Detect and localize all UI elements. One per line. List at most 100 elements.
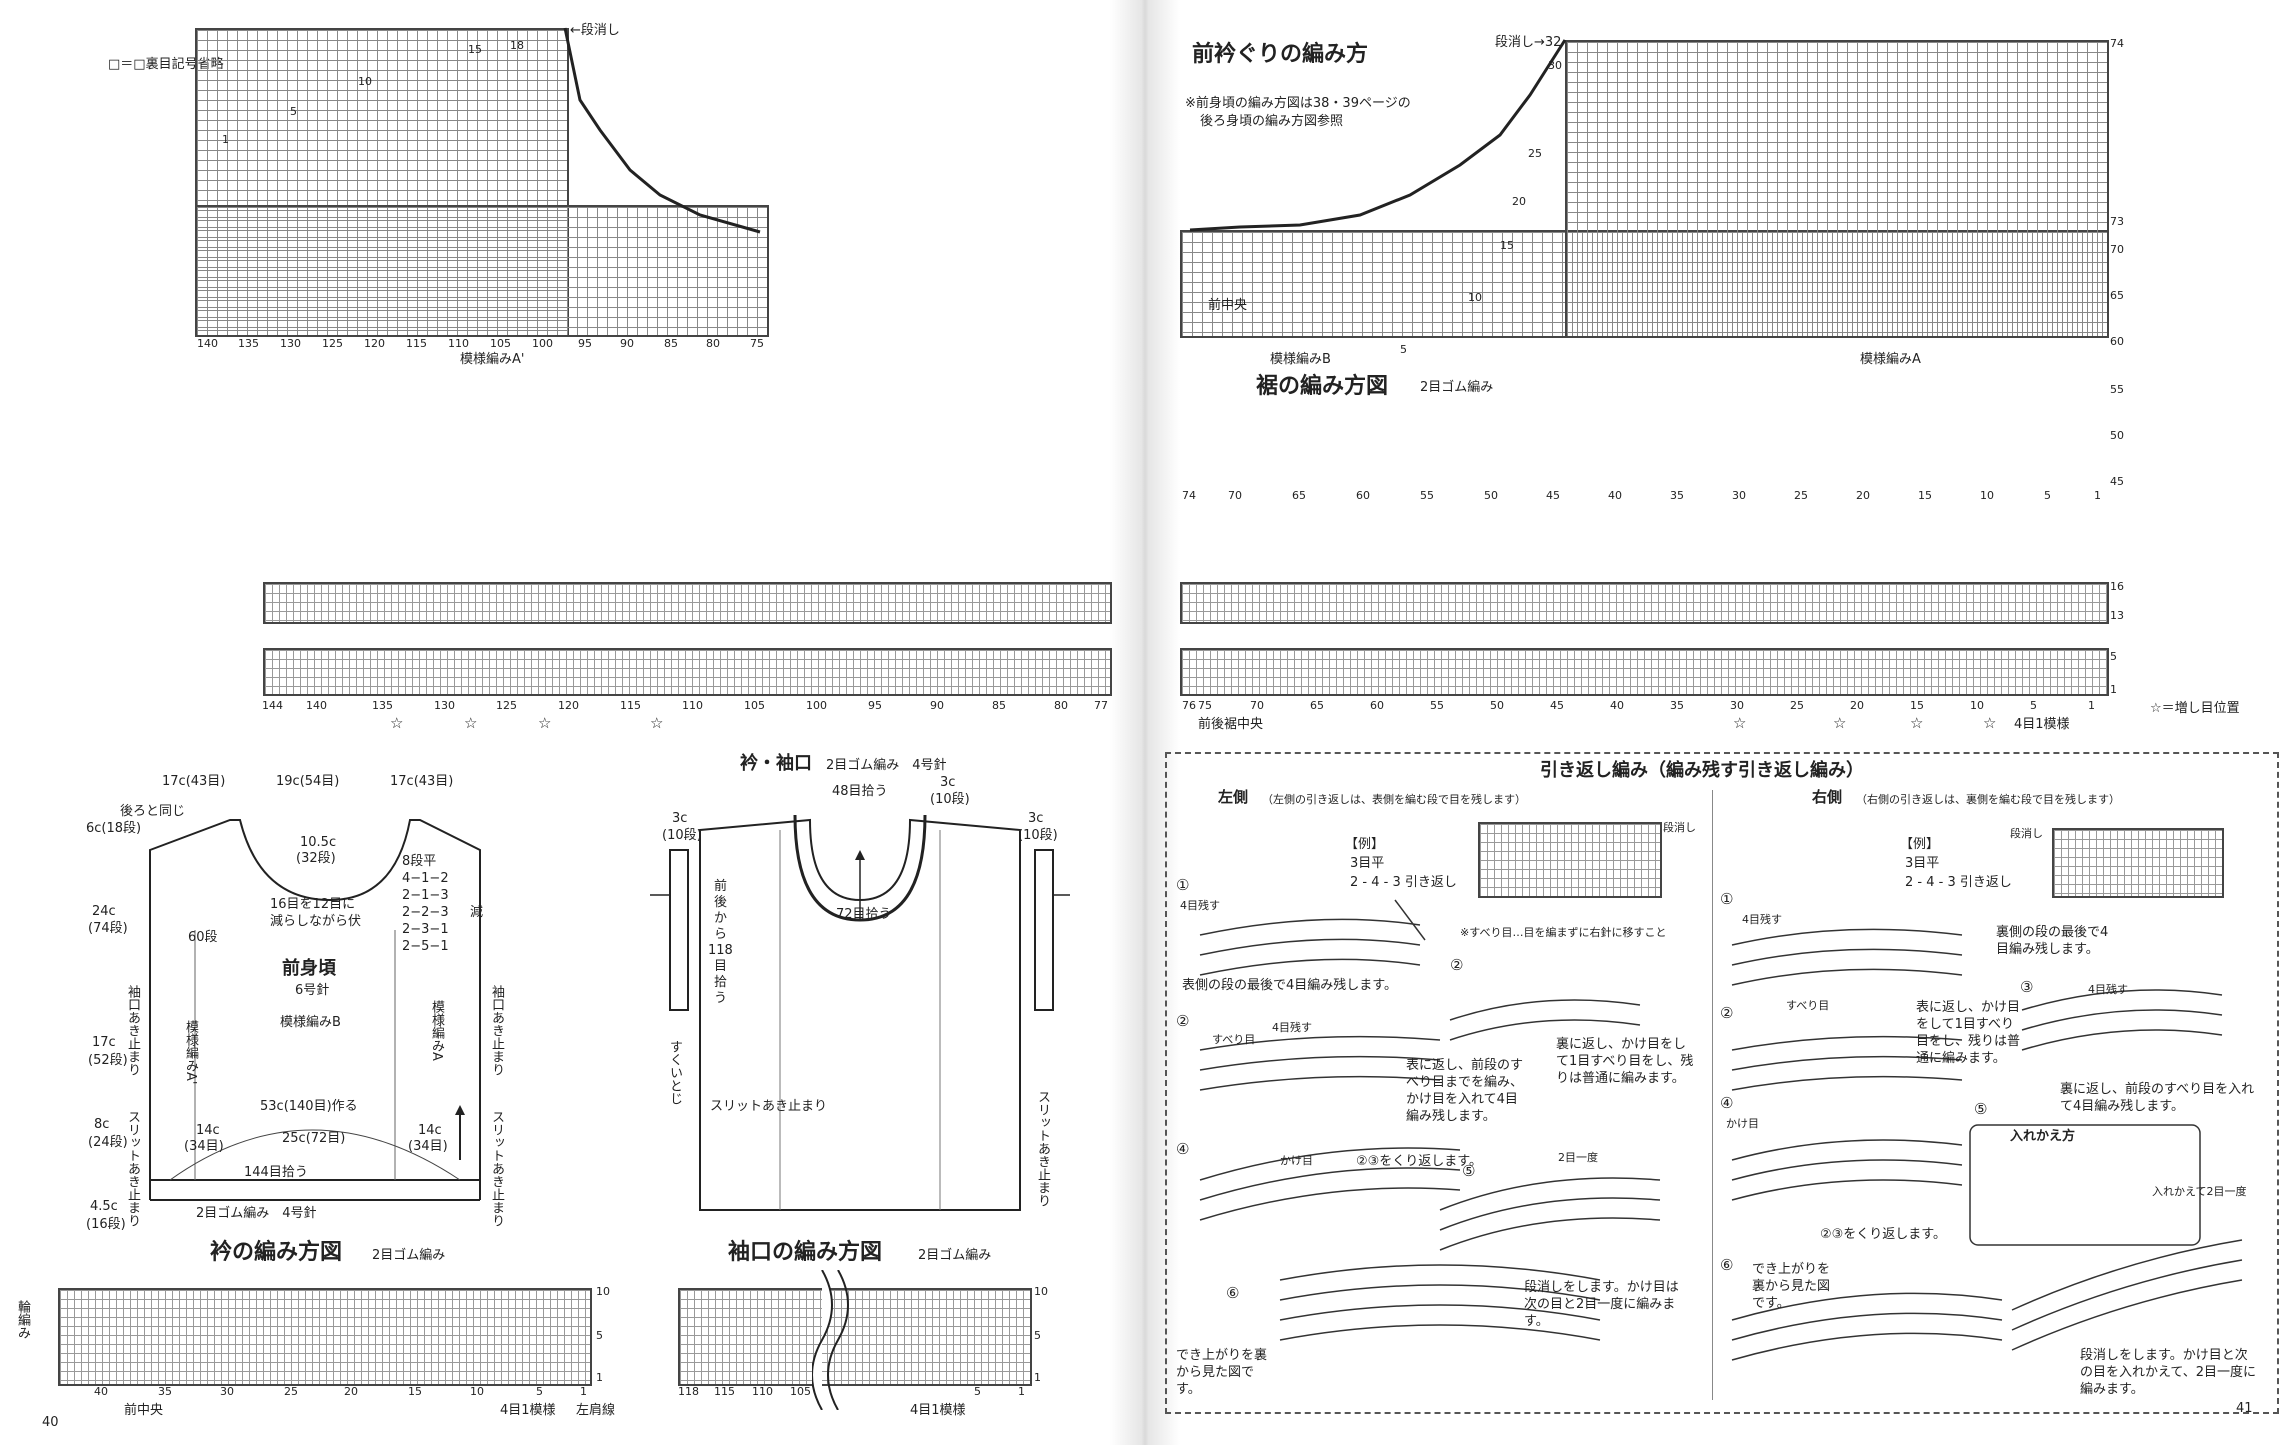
front-neck-instr-1: 16目を12目に bbox=[270, 897, 356, 912]
right-step-4-label: かけ目 bbox=[1726, 1117, 1759, 1130]
right-step-6-text: でき上がりを裏から見た図です。 bbox=[1752, 1262, 1831, 1311]
hem-chart-left-bottom bbox=[263, 648, 1112, 696]
left-step-5-num: ⑤ bbox=[1462, 1162, 1476, 1180]
yoke-chart-right-upper bbox=[1565, 40, 2109, 338]
book-gutter bbox=[1110, 0, 1180, 1445]
collar-cuff-schematic bbox=[650, 814, 1070, 1211]
right-example-line1: 3目平 bbox=[1905, 856, 1940, 871]
front-body-needle: 6号針 bbox=[295, 983, 330, 998]
hem-subtitle: 2目ゴム編み bbox=[1420, 380, 1494, 395]
yoke-title: 前衿ぐりの編み方 bbox=[1192, 42, 1369, 67]
front-slit-stop-left: スリットあき止まり bbox=[125, 1110, 140, 1227]
right-step-5-label: 入れかえ方 bbox=[2010, 1129, 2076, 1144]
yoke-chart-left-lower bbox=[195, 205, 769, 337]
front-neck-depth: 10.5c bbox=[300, 835, 337, 850]
cuff-left-10rows: (10段) bbox=[662, 828, 702, 843]
left-step-2b-num: ② bbox=[1450, 956, 1464, 974]
front-side-right-st: (34目) bbox=[408, 1139, 448, 1154]
right-step-1-num: ① bbox=[1720, 890, 1734, 908]
left-step-6-text: でき上がりを裏から見た図です。 bbox=[1176, 1348, 1268, 1397]
left-example-line1: 3目平 bbox=[1350, 856, 1385, 871]
yoke-bind-off-left: ←段消し bbox=[570, 23, 620, 38]
left-step-1-label: 4目残す bbox=[1180, 899, 1220, 912]
collar-cuff-title: 衿・袖口 bbox=[740, 753, 812, 774]
yoke-note-1: ※前身頃の編み方図は38・39ページの bbox=[1185, 96, 1411, 111]
right-step-2-label: すべり目 bbox=[1786, 999, 1830, 1012]
collar-pickup-48: 48目拾う bbox=[832, 784, 888, 799]
right-step-1-text: 裏側の段の最後で4目編み残します。 bbox=[1996, 925, 2109, 957]
page-number-left: 40 bbox=[42, 1415, 59, 1430]
collar-chart-title: 衿の編み方図 bbox=[210, 1240, 343, 1265]
front-same-as-back: 後ろと同じ bbox=[120, 804, 186, 819]
front-ribbing: 2目ゴム編み 4号針 bbox=[196, 1206, 317, 1221]
right-step-3-text: 裏に返し、前段のすべり目を入れて4目編み残します。 bbox=[2060, 1082, 2255, 1114]
left-step-4-label: かけ目 bbox=[1280, 1154, 1313, 1167]
short-rows-right-heading: 右側 bbox=[1812, 788, 1843, 806]
left-example-line2: 2 - 4 - 3 引き返し bbox=[1350, 875, 1457, 890]
right-step-4-text: ②③をくり返します。 bbox=[1820, 1227, 1947, 1242]
short-rows-title: 引き返し編み（編み残す引き返し編み） bbox=[1540, 760, 1864, 781]
yoke-note-2: 後ろ身頃の編み方図参照 bbox=[1200, 114, 1344, 129]
front-side-left: 14c bbox=[196, 1123, 220, 1138]
short-rows-right-sub: （右側の引き返しは、裏側を編む段で目を残します） bbox=[1856, 793, 2120, 806]
left-slip-note: ※すべり目…目を編まずに右針に移すこと bbox=[1460, 926, 1667, 939]
cuff-chart-repeat: 4目1模様 bbox=[910, 1403, 966, 1418]
right-example-bind-off: 段消し bbox=[2010, 827, 2043, 840]
left-step-5-text: 段消しをします。かけ目は次の目と2目一度に編みます。 bbox=[1524, 1280, 1679, 1329]
collar-pickup-72: 72目拾う bbox=[836, 907, 892, 922]
left-step-2-text: 裏に返し、かけ目をして1目すべり目をし、残りは普通に編みます。 bbox=[1556, 1037, 1694, 1086]
left-step-4-text: ②③をくり返します。 bbox=[1356, 1154, 1483, 1169]
hem-title: 裾の編み方図 bbox=[1256, 374, 1389, 399]
left-step-1-text: 表側の段の最後で4目編み残します。 bbox=[1182, 978, 1397, 993]
right-step-2-text: 表に返し、かけ目をして1目すべり目をし、残りは普通に編みます。 bbox=[1916, 1000, 2021, 1066]
collar-seam: すくいとじ bbox=[667, 1040, 682, 1105]
left-step-3-label: 4目残す bbox=[1272, 1021, 1312, 1034]
cuff-chart-grid bbox=[678, 1288, 1032, 1386]
front-side-left-st: (34目) bbox=[184, 1139, 224, 1154]
cuff-chart-break bbox=[812, 1270, 849, 1410]
yoke-front-center: 前中央 bbox=[1208, 298, 1248, 313]
legend-note: □＝□裏目記号省略 bbox=[108, 57, 224, 72]
front-body-name: 前身頃 bbox=[282, 958, 336, 979]
short-rows-divider bbox=[1712, 790, 1713, 1400]
right-example-label: 【例】 bbox=[1900, 837, 1940, 852]
left-step-1-num: ① bbox=[1176, 876, 1190, 894]
yoke-pattern-b: 模様編みB bbox=[1270, 352, 1331, 367]
left-step-2-label: すべり目 bbox=[1212, 1033, 1256, 1046]
left-step-2-num: ② bbox=[1176, 1012, 1190, 1030]
yoke-right-neck-curve bbox=[1189, 39, 1567, 232]
right-step-3-label: 4目残す bbox=[2088, 983, 2128, 996]
collar-chart-grid bbox=[58, 1288, 592, 1386]
hem-chart-left-top bbox=[263, 582, 1112, 624]
front-body-schematic bbox=[149, 819, 481, 1201]
left-step-6-num: ⑥ bbox=[1226, 1284, 1240, 1302]
collar-chart-front-center: 前中央 bbox=[124, 1403, 164, 1418]
right-step-5-num: ⑤ bbox=[1974, 1100, 1988, 1118]
left-example-grid bbox=[1478, 822, 1662, 898]
right-knitting-illustrations bbox=[1731, 928, 2243, 1361]
right-example-grid bbox=[2052, 828, 2224, 898]
hem-chart-right-bottom bbox=[1180, 648, 2109, 696]
right-step-3-num: ③ bbox=[2020, 978, 2034, 996]
right-step-1-label: 4目残す bbox=[1742, 913, 1782, 926]
front-rows-60: 60段 bbox=[188, 930, 218, 945]
right-step-6-num: ⑥ bbox=[1720, 1256, 1734, 1274]
front-pickup: 144目拾う bbox=[244, 1165, 308, 1180]
right-final-text: 段消しをします。かけ目と次の目を入れかえて、2目一度に編みます。 bbox=[2080, 1348, 2256, 1397]
collar-chart-shoulder: 左肩線 bbox=[576, 1403, 616, 1418]
left-example-label: 【例】 bbox=[1345, 837, 1385, 852]
collar-3c: 3c bbox=[940, 775, 956, 790]
right-step-2-num: ② bbox=[1720, 1004, 1734, 1022]
cuff-chart-subtitle: 2目ゴム編み bbox=[918, 1248, 992, 1263]
hem-repeat: 4目1模様 bbox=[2014, 717, 2070, 732]
yoke-pattern-a: 模様編みA bbox=[1860, 352, 1921, 367]
cuff-chart-title: 袖口の編み方図 bbox=[728, 1240, 883, 1265]
left-example-bind-off: 段消し bbox=[1663, 821, 1696, 834]
front-body-pattern-a-prime: 模様編みA' bbox=[183, 1020, 198, 1085]
front-decrease: 減 bbox=[470, 905, 484, 920]
hem-front-back-center: 前後裾中央 bbox=[1198, 717, 1264, 732]
yoke-left-neck-curve bbox=[563, 27, 761, 234]
collar-slit-stop-right: スリットあき止まり bbox=[1035, 1090, 1050, 1207]
collar-cuff-subtitle: 2目ゴム編み 4号針 bbox=[826, 758, 947, 773]
front-armhole-stop-left: 袖口あき止まり bbox=[125, 985, 140, 1076]
